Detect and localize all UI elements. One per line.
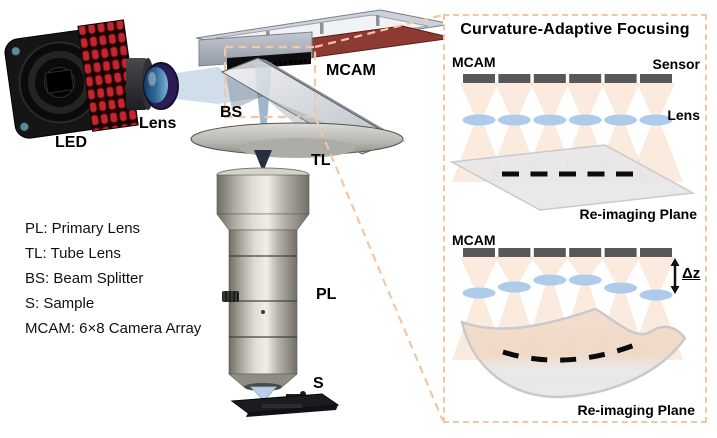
sensor-bar [604, 74, 637, 83]
sensor-bar [498, 74, 531, 83]
micro-lens [604, 282, 638, 294]
micro-lens [497, 114, 531, 126]
legend-item: BS: Beam Splitter [25, 270, 144, 287]
focal-curve [502, 340, 641, 363]
mcam-assembly-3d [195, 9, 454, 70]
micro-lens [568, 114, 602, 126]
label-reimaging-plane-flat: Re-imaging Plane [579, 206, 697, 222]
micro-lens [639, 289, 673, 301]
legend-item: PL: Primary Lens [25, 220, 141, 237]
legend-item: MCAM: 6×8 Camera Array [25, 320, 202, 337]
sensor-bar [640, 248, 672, 257]
micro-lens [604, 114, 638, 126]
label-s: S [313, 375, 324, 392]
light-cone-upper [566, 83, 605, 120]
focusing-diagrams [449, 74, 696, 399]
sample-stage-3d [230, 391, 340, 417]
reimaging-surface-curved [460, 307, 687, 399]
sensor-bar [533, 74, 566, 83]
label-mcam: MCAM [326, 62, 376, 79]
light-cone-upper [460, 257, 498, 293]
light-cone-upper [637, 257, 675, 295]
panel-title: Curvature-Adaptive Focusing [460, 21, 690, 38]
primary-lens-3d [216, 167, 310, 402]
micro-lens [533, 114, 567, 126]
legend-item: S: Sample [25, 295, 95, 312]
focus-cone [249, 386, 278, 402]
legend-item: TL: Tube Lens [25, 245, 121, 262]
light-cone-upper [495, 83, 534, 120]
micro-lens [462, 287, 496, 299]
label-tl: TL [311, 152, 331, 169]
sensor-bar [498, 248, 531, 257]
micro-lens [568, 274, 602, 286]
label-reimaging-plane-curved: Re-imaging Plane [577, 402, 695, 418]
sensor-bar [463, 74, 495, 83]
label-pl: PL [316, 286, 337, 303]
label-mcam-flat: MCAM [452, 54, 496, 70]
micro-lens [497, 281, 531, 293]
callout-box [223, 45, 317, 119]
tube-lens-3d [190, 122, 404, 172]
led-module-3d [4, 19, 139, 139]
light-cone-upper [637, 83, 675, 120]
label-bs: BS [220, 104, 243, 121]
light-cone-upper [495, 257, 534, 287]
sensor-bar [463, 248, 495, 257]
sensor-bar [569, 74, 602, 83]
label-mcam-curved: MCAM [452, 232, 496, 248]
label-delta-z: Δz [682, 265, 701, 282]
condenser-lens-3d [143, 62, 179, 110]
sensor-bar [533, 248, 566, 257]
micro-lens [462, 114, 496, 126]
sensor-bar [604, 248, 637, 257]
light-cone-upper [530, 83, 569, 120]
reimaging-plane-flat [449, 144, 696, 211]
sensor-bar [640, 74, 672, 83]
label-lens: Lens [139, 115, 177, 132]
legend: PL: Primary Lens TL: Tube Lens BS: Beam … [25, 216, 201, 341]
micro-lens [639, 114, 673, 126]
illumination-beam [176, 67, 263, 104]
label-lens-array: Lens [667, 107, 700, 123]
micro-lens [533, 274, 567, 286]
sensor-bar [569, 248, 602, 257]
delta-z-arrow [670, 258, 680, 294]
light-cone-upper [566, 257, 605, 280]
light-cone-upper [530, 257, 569, 280]
label-sensor: Sensor [652, 56, 700, 72]
light-cone-upper [601, 83, 640, 120]
label-led: LED [55, 134, 87, 151]
callout-lines [223, 13, 445, 422]
callout-panel: Curvature-Adaptive Focusing [443, 14, 707, 423]
light-cone-upper [601, 257, 640, 288]
light-cone-upper [460, 83, 498, 120]
